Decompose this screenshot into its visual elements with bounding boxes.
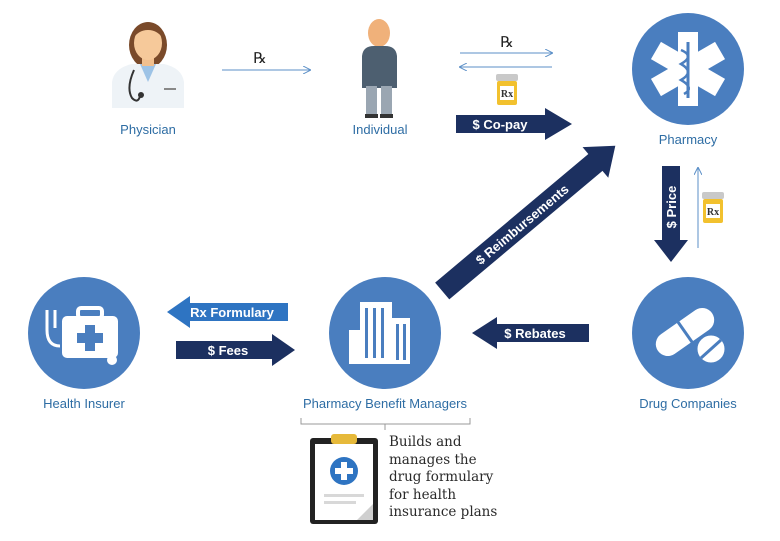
pbm-bracket xyxy=(300,418,471,430)
pbm-note-line: drug formulary xyxy=(389,469,494,485)
pbm-note: Builds and manages the drug formulary fo… xyxy=(389,434,519,522)
drug-companies-circle xyxy=(632,277,744,389)
pbm-note-line: for health xyxy=(389,486,457,503)
rx-symbol-individual-pharmacy: ℞ xyxy=(500,33,513,51)
health-insurer-circle xyxy=(28,277,140,389)
svg-text:$ Price: $ Price xyxy=(664,186,679,229)
price-arrow: $ Price xyxy=(654,166,688,262)
rebates-arrow: $ Rebates xyxy=(472,317,589,349)
person-icon xyxy=(362,19,397,118)
pbm-circle xyxy=(329,277,441,389)
pbm-label: Pharmacy Benefit Managers xyxy=(302,396,468,411)
svg-text:$ Co-pay: $ Co-pay xyxy=(473,117,529,132)
svg-text:Rx: Rx xyxy=(501,89,513,100)
svg-text:$ Rebates: $ Rebates xyxy=(504,326,565,341)
pbm-note-line: manages the xyxy=(389,451,477,468)
pbm-note-line: Builds and xyxy=(389,434,462,450)
rx-formulary-arrow: Rx Formulary xyxy=(167,296,288,328)
fees-arrow: $ Fees xyxy=(176,334,295,366)
medical-kit-stethoscope-icon xyxy=(45,306,118,365)
pharmacy-circle xyxy=(632,13,744,125)
drug-companies-label: Drug Companies xyxy=(639,396,737,411)
rx-bottle-icon-individual: Rx xyxy=(496,74,518,105)
rx-symbol-physician-individual: ℞ xyxy=(253,49,266,67)
pbm-note-line: insurance plans xyxy=(389,504,498,520)
svg-text:Rx Formulary: Rx Formulary xyxy=(190,305,275,320)
health-insurer-label: Health Insurer xyxy=(43,396,125,411)
pills-icon xyxy=(655,307,728,366)
individual-label: Individual xyxy=(352,122,408,137)
svg-text:$ Fees: $ Fees xyxy=(208,343,248,358)
svg-text:$ Reimbursements: $ Reimbursements xyxy=(473,181,572,267)
clipboard-icon xyxy=(310,434,378,524)
rx-bottle-icon-drug-companies: Rx xyxy=(702,192,724,223)
reimbursements-arrow: $ Reimbursements xyxy=(435,145,616,300)
doctor-icon xyxy=(112,22,184,108)
pharmacy-label: Pharmacy xyxy=(658,132,718,147)
copay-arrow: $ Co-pay xyxy=(456,108,572,140)
svg-text:Rx: Rx xyxy=(707,207,719,218)
physician-label: Physician xyxy=(120,122,176,137)
building-icon xyxy=(349,302,410,364)
